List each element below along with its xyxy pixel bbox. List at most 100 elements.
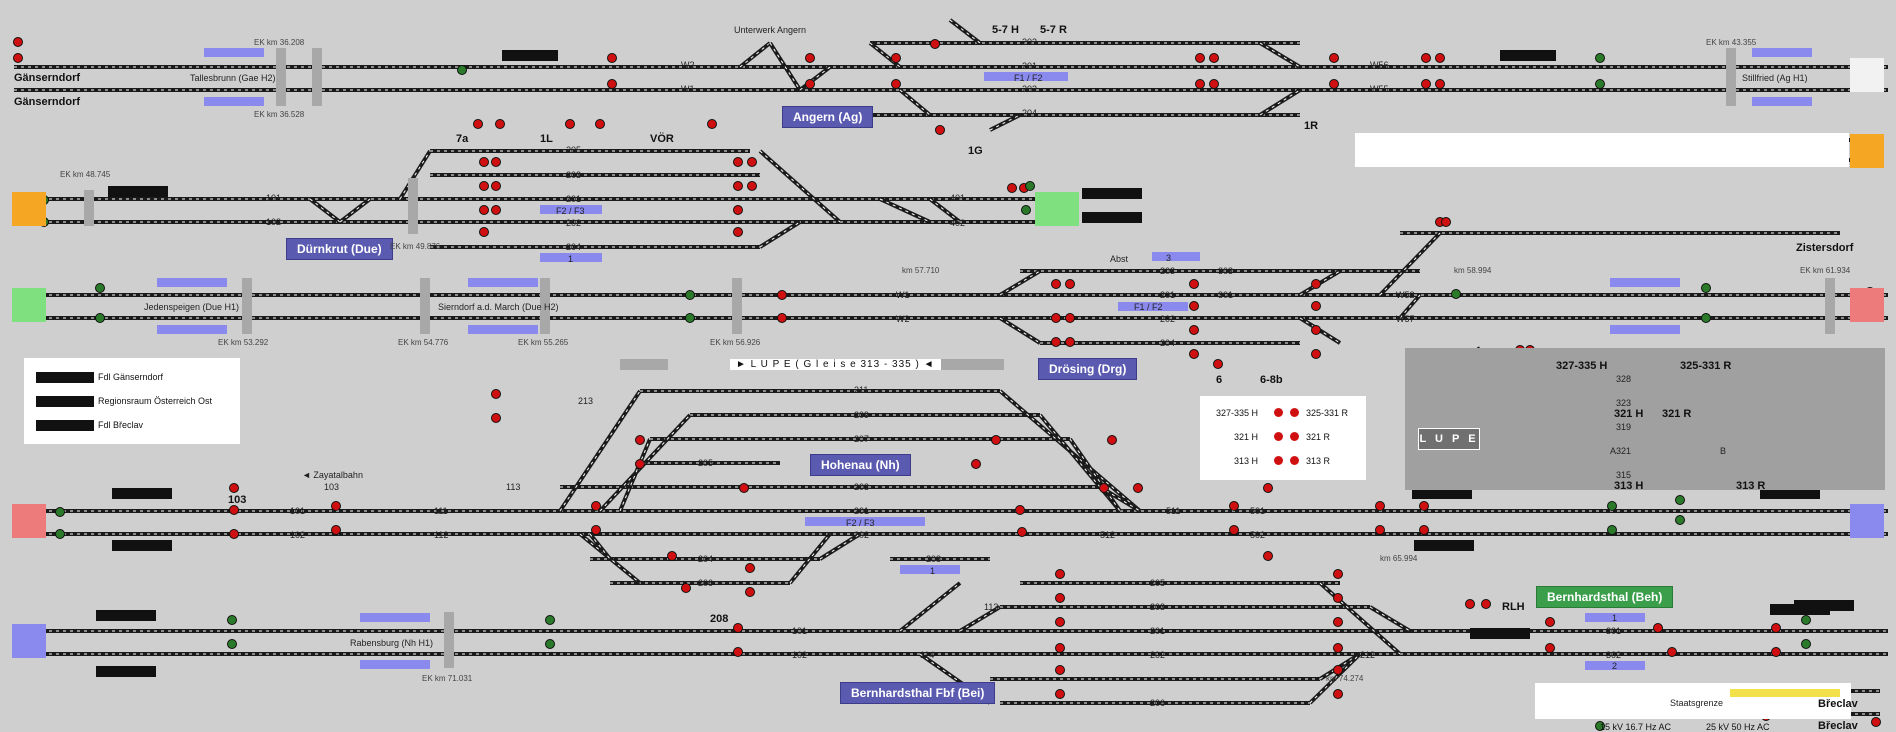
signal-red-icon[interactable] [565, 119, 575, 129]
train-number-box[interactable] [112, 488, 172, 499]
signal-red-icon[interactable] [733, 205, 743, 215]
signal-red-icon[interactable] [479, 157, 489, 167]
signal-red-icon[interactable] [1209, 53, 1219, 63]
signal-red-icon[interactable] [591, 525, 601, 535]
signal-red-icon[interactable] [1055, 593, 1065, 603]
signal-red-icon[interactable] [1653, 623, 1663, 633]
signal-red-icon[interactable] [1333, 617, 1343, 627]
signal-green-icon[interactable] [1451, 289, 1461, 299]
signal-red-icon[interactable] [1333, 643, 1343, 653]
signal-red-icon[interactable] [1375, 501, 1385, 511]
signal-red-icon[interactable] [1195, 79, 1205, 89]
signal-red-icon[interactable] [1051, 279, 1061, 289]
signal-red-icon[interactable] [1311, 325, 1321, 335]
signal-red-icon[interactable] [1133, 483, 1143, 493]
signal-green-icon[interactable] [95, 313, 105, 323]
signal-red-icon[interactable] [1311, 301, 1321, 311]
signal-red-icon[interactable] [1055, 617, 1065, 627]
signal-red-icon[interactable] [1209, 79, 1219, 89]
signal-red-icon[interactable] [1055, 643, 1065, 653]
signal-red-icon[interactable] [1189, 349, 1199, 359]
signal-red-icon[interactable] [635, 435, 645, 445]
signal-green-icon[interactable] [1595, 79, 1605, 89]
signal-green-icon[interactable] [1025, 181, 1035, 191]
signal-red-icon[interactable] [739, 483, 749, 493]
signal-red-icon[interactable] [1871, 717, 1881, 727]
train-number-box[interactable] [112, 540, 172, 551]
signal-red-icon[interactable] [1055, 569, 1065, 579]
signal-red-icon[interactable] [1107, 435, 1117, 445]
signal-red-icon[interactable] [1545, 643, 1555, 653]
signal-green-icon[interactable] [95, 283, 105, 293]
signal-red-icon[interactable] [1099, 483, 1109, 493]
signal-red-icon[interactable] [1189, 325, 1199, 335]
signal-green-icon[interactable] [1675, 515, 1685, 525]
signal-red-icon[interactable] [1051, 337, 1061, 347]
signal-green-icon[interactable] [457, 65, 467, 75]
signal-red-icon[interactable] [1311, 279, 1321, 289]
signal-red-icon[interactable] [733, 227, 743, 237]
signal-red-icon[interactable] [1435, 53, 1445, 63]
signal-green-icon[interactable] [1021, 205, 1031, 215]
train-number-box[interactable] [1760, 488, 1820, 499]
signal-red-icon[interactable] [1329, 53, 1339, 63]
signal-red-icon[interactable] [595, 119, 605, 129]
signal-red-icon[interactable] [591, 501, 601, 511]
signal-red-icon[interactable] [1065, 279, 1075, 289]
signal-green-icon[interactable] [1801, 615, 1811, 625]
signal-red-icon[interactable] [1189, 279, 1199, 289]
signal-red-icon[interactable] [733, 181, 743, 191]
signal-green-icon[interactable] [1801, 639, 1811, 649]
train-number-box[interactable] [1082, 188, 1142, 199]
signal-red-icon[interactable] [1065, 313, 1075, 323]
lupe-tag[interactable]: L U P E [1418, 428, 1480, 450]
signal-red-icon[interactable] [491, 181, 501, 191]
signal-red-icon[interactable] [607, 53, 617, 63]
signal-red-icon[interactable] [607, 79, 617, 89]
signal-green-icon[interactable] [1675, 495, 1685, 505]
signal-red-icon[interactable] [1421, 53, 1431, 63]
signal-green-icon[interactable] [1607, 525, 1617, 535]
signal-red-icon[interactable] [1065, 337, 1075, 347]
train-number-box[interactable] [1412, 488, 1472, 499]
signal-red-icon[interactable] [229, 529, 239, 539]
signal-red-icon[interactable] [707, 119, 717, 129]
train-number-box[interactable] [1500, 50, 1556, 61]
signal-red-icon[interactable] [745, 563, 755, 573]
signal-red-icon[interactable] [479, 227, 489, 237]
signal-red-icon[interactable] [667, 551, 677, 561]
signal-red-icon[interactable] [681, 583, 691, 593]
signal-red-icon[interactable] [491, 157, 501, 167]
signal-red-icon[interactable] [331, 501, 341, 511]
signal-red-icon[interactable] [1329, 79, 1339, 89]
signal-red-icon[interactable] [13, 37, 23, 47]
signal-red-icon[interactable] [1481, 599, 1491, 609]
signal-red-icon[interactable] [1213, 359, 1223, 369]
signal-red-icon[interactable] [13, 53, 23, 63]
signal-red-icon[interactable] [635, 459, 645, 469]
signal-red-icon[interactable] [991, 435, 1001, 445]
signal-green-icon[interactable] [1595, 721, 1605, 731]
signal-red-icon[interactable] [473, 119, 483, 129]
signal-red-icon[interactable] [1263, 483, 1273, 493]
signal-red-icon[interactable] [1421, 79, 1431, 89]
signal-red-icon[interactable] [1055, 689, 1065, 699]
signal-green-icon[interactable] [545, 639, 555, 649]
signal-red-icon[interactable] [495, 119, 505, 129]
station-label-duernkrut[interactable]: Dürnkrut (Due) [286, 238, 393, 260]
signal-red-icon[interactable] [1545, 617, 1555, 627]
signal-green-icon[interactable] [1701, 313, 1711, 323]
signal-red-icon[interactable] [1229, 525, 1239, 535]
signal-red-icon[interactable] [1195, 53, 1205, 63]
signal-red-icon[interactable] [1333, 593, 1343, 603]
signal-red-icon[interactable] [1333, 689, 1343, 699]
signal-red-icon[interactable] [229, 483, 239, 493]
signal-red-icon[interactable] [1333, 569, 1343, 579]
signal-red-icon[interactable] [805, 79, 815, 89]
signal-red-icon[interactable] [1771, 623, 1781, 633]
signal-red-icon[interactable] [491, 389, 501, 399]
signal-red-icon[interactable] [491, 413, 501, 423]
train-number-box[interactable] [1082, 212, 1142, 223]
signal-red-icon[interactable] [733, 623, 743, 633]
signal-red-icon[interactable] [1435, 79, 1445, 89]
